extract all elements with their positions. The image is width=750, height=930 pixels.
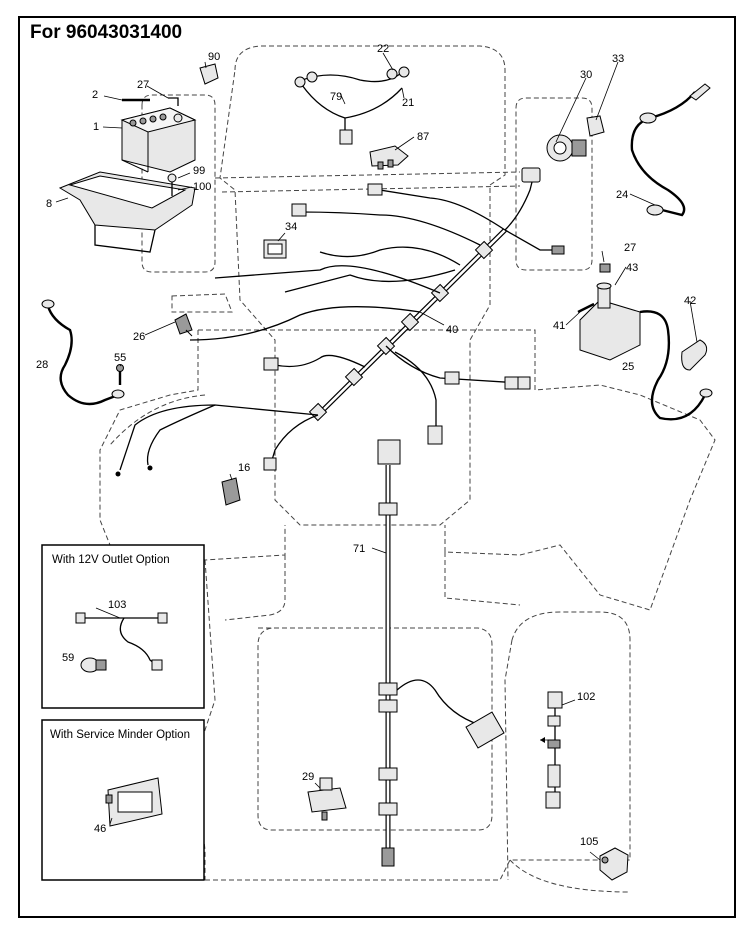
callout-43: 43 xyxy=(626,262,638,274)
callout-27a: 27 xyxy=(137,79,149,91)
tractor-outline xyxy=(99,45,716,893)
callout-8: 8 xyxy=(46,198,52,210)
callout-22: 22 xyxy=(377,43,389,55)
callout-27b: 27 xyxy=(624,242,636,254)
inset-outlet-title: With 12V Outlet Option xyxy=(52,554,170,566)
cable-25 xyxy=(639,310,707,421)
callout-28: 28 xyxy=(36,359,48,371)
part-87 xyxy=(369,145,409,170)
boot-42 xyxy=(681,339,708,371)
callout-99: 99 xyxy=(193,165,205,177)
callout-16: 16 xyxy=(238,462,250,474)
part-16 xyxy=(221,477,241,506)
callout-90: 90 xyxy=(208,51,220,63)
part-26 xyxy=(174,313,193,335)
outlet-59 xyxy=(80,657,107,673)
fuse-holder-102 xyxy=(540,691,563,809)
callout-1: 1 xyxy=(93,121,99,133)
inset-12v-outlet xyxy=(41,544,205,709)
harness-71 xyxy=(377,439,505,867)
callout-100: 100 xyxy=(193,181,211,193)
callout-79: 79 xyxy=(330,91,342,103)
callout-41: 41 xyxy=(553,320,565,332)
callout-30: 30 xyxy=(580,69,592,81)
callout-87: 87 xyxy=(417,131,429,143)
inset-service-title: With Service Minder Option xyxy=(50,729,190,741)
part-105 xyxy=(599,847,629,881)
diagram-title: For 96043031400 xyxy=(30,22,183,43)
part-90 xyxy=(199,63,219,85)
battery xyxy=(120,97,197,173)
key-33 xyxy=(586,115,605,137)
callout-55: 55 xyxy=(114,352,126,364)
cable-28 xyxy=(41,299,125,406)
outlet-harness-103 xyxy=(75,612,168,671)
leader-lines xyxy=(55,52,698,861)
callout-29: 29 xyxy=(302,771,314,783)
callout-21: 21 xyxy=(402,97,414,109)
callout-26: 26 xyxy=(133,331,145,343)
callout-46: 46 xyxy=(94,823,106,835)
ignition-switch-30 xyxy=(546,134,587,162)
callout-25: 25 xyxy=(622,361,634,373)
callout-71: 71 xyxy=(353,543,365,555)
service-minder-46 xyxy=(105,777,163,827)
callout-34: 34 xyxy=(285,221,297,233)
callout-105: 105 xyxy=(580,836,598,848)
callout-42: 42 xyxy=(684,295,696,307)
cable-24 xyxy=(630,83,711,217)
callout-33: 33 xyxy=(612,53,624,65)
callout-24: 24 xyxy=(616,189,628,201)
main-harness-40 xyxy=(115,167,565,477)
battery-tray-8 xyxy=(58,171,196,253)
callout-103: 103 xyxy=(108,599,126,611)
callout-102: 102 xyxy=(577,691,595,703)
callout-2: 2 xyxy=(92,89,98,101)
switch-29 xyxy=(307,777,347,821)
headlight-harness xyxy=(294,66,410,145)
starter-solenoid-43 xyxy=(577,263,641,361)
callout-40: 40 xyxy=(446,324,458,336)
callout-59: 59 xyxy=(62,652,74,664)
